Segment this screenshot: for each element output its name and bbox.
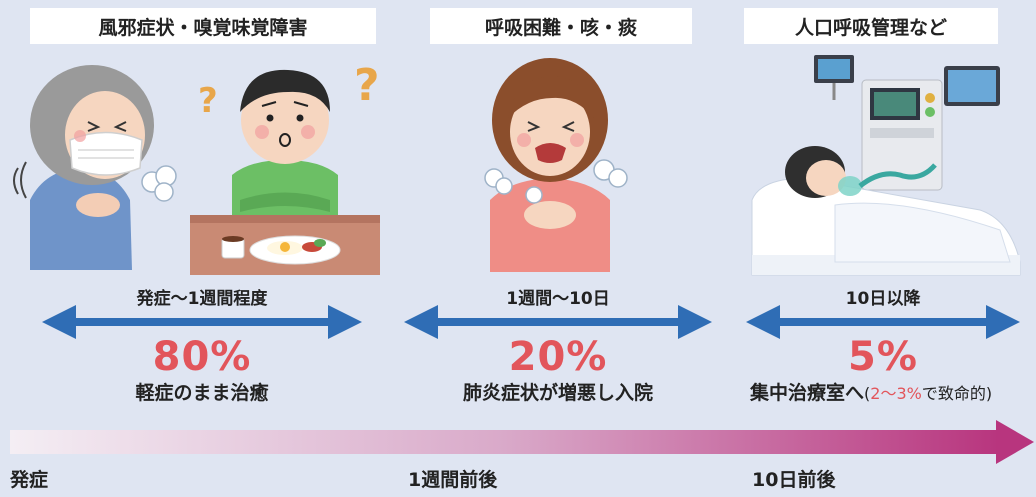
stage-1-percent: 80%: [152, 334, 252, 380]
duration-arrow-3: [746, 305, 1020, 339]
timeline-mid-label: 1週間前後: [408, 469, 498, 491]
svg-text:?: ?: [198, 81, 218, 121]
duration-arrow-1: [42, 305, 362, 339]
stage-3-fatality-note: (2〜3%で致命的): [864, 384, 992, 403]
timeline-arrow: [10, 420, 1034, 464]
stage-3-percent: 5%: [848, 334, 918, 380]
woman-coughing-illustration: [484, 58, 628, 272]
stage-3-outcome: 集中治療室へ(2〜3%で致命的): [750, 378, 1036, 405]
stage-1-outcome: 軽症のまま治癒: [135, 382, 269, 404]
note-open-paren: (: [864, 384, 871, 403]
elderly-woman-coughing-illustration: [13, 65, 177, 270]
stage-2-outcome: 肺炎症状が増悪し入院: [462, 382, 653, 404]
stage-3-header: 人口呼吸管理など: [744, 8, 998, 44]
duration-arrows: [42, 305, 1020, 339]
stage-1-duration: 発症〜1週間程度: [136, 289, 268, 309]
stage-3-outcome-text: 集中治療室へ: [750, 382, 865, 404]
fatality-rate: 2〜3%: [870, 384, 922, 403]
stage-1-header: 風邪症状・嗅覚味覚障害: [30, 8, 376, 44]
stage-2-duration: 1週間〜10日: [506, 289, 610, 309]
stage-2-header: 呼吸困難・咳・痰: [430, 8, 692, 44]
timeline-end-label: 10日前後: [752, 469, 836, 491]
stage-2-percent: 20%: [508, 334, 608, 380]
note-close-text: で致命的): [921, 384, 993, 403]
ventilator-patient-illustration: [751, 55, 1021, 276]
svg-text:?: ?: [354, 60, 380, 111]
boy-confused-at-meal-illustration: ? ?: [190, 60, 380, 275]
timeline-start-label: 発症: [10, 469, 49, 491]
duration-arrow-2: [404, 305, 712, 339]
stage-3-duration: 10日以降: [845, 289, 921, 309]
